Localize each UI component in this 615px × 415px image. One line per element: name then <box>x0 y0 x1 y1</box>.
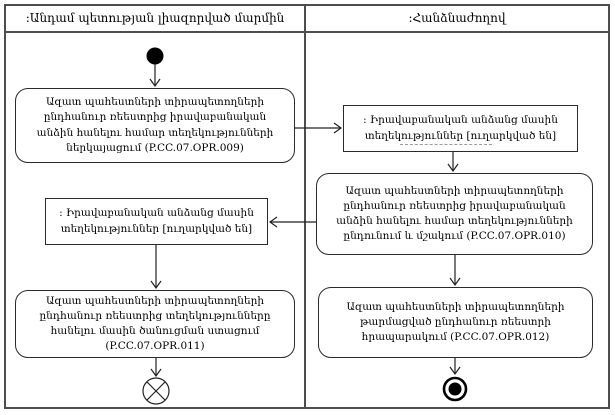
activity-label: Ազատ պահեստների տիրապետողների ընդհանուր … <box>39 294 271 353</box>
lane-header-rule <box>4 31 610 33</box>
object-node-label: : Իրավաբանական անձանց մասին տեղեկություն… <box>363 114 558 142</box>
activity-submit-info-opr009: Ազատ պահեստների տիրապետողների ընդհանուր … <box>15 88 295 163</box>
activity-label: Ազատ պահեստների տիրապետողների ընդհանուր … <box>336 184 573 243</box>
activity-label: Ազատ պահեստների տիրապետողների ընդհանուր … <box>36 96 274 154</box>
object-node-label: : Իրավաբանական անձանց մասին տեղեկություն… <box>59 207 254 235</box>
lane-title: :Անդամ պետության լիազորված մարմին <box>25 10 285 25</box>
activity-label: Ազատ պահեստների տիրապետողների թարմացված … <box>346 300 565 344</box>
lane-title: :Հանձնաժողով <box>408 10 506 25</box>
activity-receive-notice-opr011: Ազատ պահեստների տիրապետողների ընդհանուր … <box>15 290 295 358</box>
activity-receive-process-opr010: Ազատ պահեստների տիրապետողների ընդհանուր … <box>316 173 593 255</box>
activity-publish-registry-opr012: Ազատ պահեստների տիրապետողների թարմացված … <box>318 287 593 358</box>
object-node-info-sent-left: : Իրավաբանական անձանց մասին տեղեկություն… <box>45 198 268 245</box>
lane-header-member-state-body: :Անդամ պետության լիազորված մարմին <box>6 4 304 31</box>
object-node-dashed-mark <box>400 144 492 145</box>
lane-header-commission: :Հանձնաժողով <box>306 4 608 31</box>
lane-divider <box>304 4 306 409</box>
